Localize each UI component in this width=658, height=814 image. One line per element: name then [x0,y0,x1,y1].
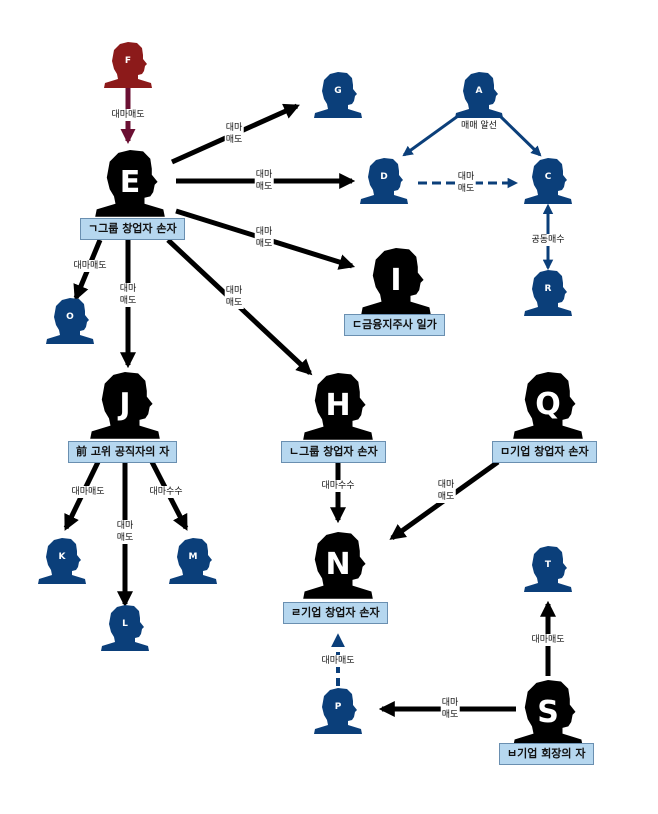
person-k: K [38,538,86,584]
person-icon [455,72,503,118]
edge-label-E-H: 대마 매도 [224,285,244,309]
person-icon [169,538,217,584]
person-a: A [455,72,503,118]
description-box-Q: ㅁ기업 창업자 손자 [492,441,597,463]
person-icon [303,532,373,599]
person-letter: N [325,547,350,582]
edge-label-E-D: 대마 매도 [254,169,274,193]
person-letter: K [59,552,67,562]
person-g: G [314,72,362,118]
edge-label-E-I: 대마 매도 [254,226,274,250]
person-c: C [524,158,572,204]
person-icon [524,158,572,204]
description-box-J: 前 고위 공직자의 자 [68,441,178,463]
person-icon [513,680,583,747]
person-n: N [303,532,373,599]
edge-label-J-K: 대마매도 [70,486,106,498]
person-icon [361,248,431,315]
person-d: D [360,158,408,204]
description-box-E: ㄱ그룹 창업자 손자 [80,218,185,240]
person-letter: I [390,263,401,298]
description-box-S: ㅂ기업 회장의 자 [499,743,594,765]
person-icon [101,605,149,651]
person-icon [303,373,373,440]
person-t: T [524,546,572,592]
edge-label-D-C: 대마 매도 [456,171,476,195]
edge-A-C [498,114,542,157]
edge-label-C-R: 공동매수 [530,234,566,246]
description-box-I: ㄷ금융지주사 일가 [344,314,445,336]
edge-label-F-E: 대마매도 [110,109,146,121]
person-icon [524,546,572,592]
person-icon [524,270,572,316]
edge-label-S-T: 대마매도 [530,634,566,646]
person-letter: E [120,165,141,200]
edge-label-A-DC: 매매 알선 [460,120,498,132]
person-q: Q [513,372,583,439]
edge-label-P-N: 대마매도 [320,655,356,667]
person-letter: S [537,695,559,730]
person-icon [104,42,152,88]
person-letter: G [334,86,341,96]
person-letter: T [545,560,552,570]
description-box-N: ㄹ기업 창업자 손자 [283,602,388,624]
person-m: M [169,538,217,584]
person-p: P [314,688,362,734]
person-s: S [513,680,583,747]
person-icon [46,298,94,344]
person-j: J [90,372,160,439]
edge-label-E-O: 대마매도 [72,260,108,272]
person-icon [90,372,160,439]
person-letter: M [189,552,198,562]
edge-label-J-M: 대마수수 [148,486,184,498]
person-icon [314,688,362,734]
edge-A-D [402,114,459,157]
person-r: R [524,270,572,316]
person-letter: H [325,388,350,423]
description-box-H: ㄴ그룹 창업자 손자 [281,441,386,463]
person-letter: F [125,56,131,66]
person-o: O [46,298,94,344]
person-letter: R [545,284,552,294]
person-icon [38,538,86,584]
person-letter: P [335,702,342,712]
person-icon [95,150,165,217]
edge-label-E-G: 대마 매도 [224,122,244,146]
person-letter: J [117,387,130,422]
person-h: H [303,373,373,440]
person-icon [360,158,408,204]
person-letter: A [476,86,483,96]
person-letter: O [66,312,74,322]
person-letter: L [122,619,128,629]
edge-label-S-P: 대마 매도 [440,697,460,721]
person-e: E [95,150,165,217]
person-i: I [361,248,431,315]
person-l: L [101,605,149,651]
person-letter: D [380,172,387,182]
edge-label-J-L: 대마 매도 [115,520,135,544]
edge-label-Q-N: 대마 매도 [436,479,456,503]
person-letter: C [545,172,552,182]
person-letter: Q [535,387,561,422]
edge-label-H-N: 대마수수 [320,480,356,492]
person-icon [314,72,362,118]
edge-label-E-J: 대마 매도 [118,283,138,307]
person-f: F [104,42,152,88]
person-icon [513,372,583,439]
